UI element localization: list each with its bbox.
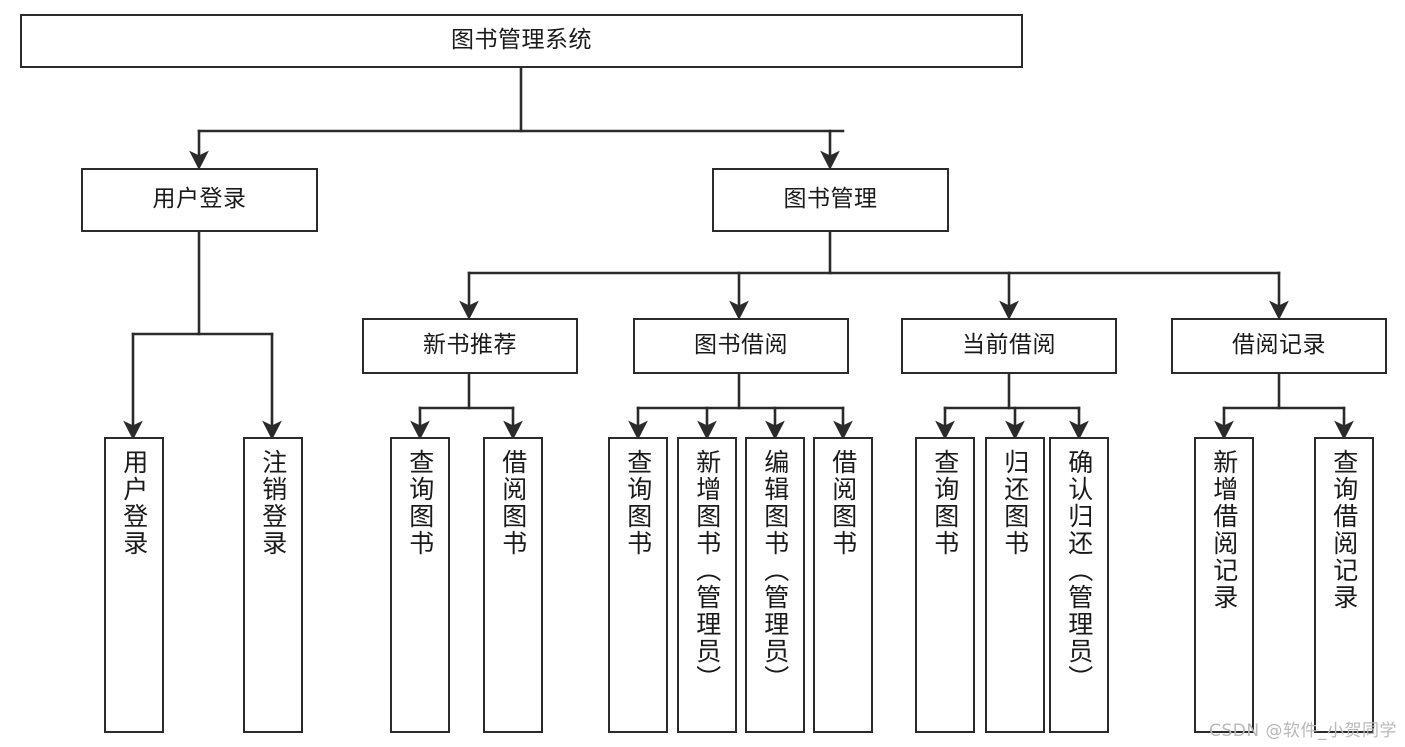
node-book-management[interactable]: 图书管理 xyxy=(712,168,949,232)
leaf-current-return-book[interactable]: 归还图书 xyxy=(985,437,1045,733)
leaf-current-confirm-return[interactable]: 确认归还（管理员） xyxy=(1049,437,1109,733)
node-label: 查询图书 xyxy=(930,449,960,557)
leaf-record-query[interactable]: 查询借阅记录 xyxy=(1314,437,1374,733)
node-label: 编辑图书（管理员） xyxy=(760,449,790,692)
node-book-borrow[interactable]: 图书借阅 xyxy=(633,318,849,374)
leaf-borrow-query-book[interactable]: 查询图书 xyxy=(608,437,668,733)
leaf-recommend-borrow-book[interactable]: 借阅图书 xyxy=(483,437,543,733)
node-borrow-record[interactable]: 借阅记录 xyxy=(1171,318,1387,374)
node-label: 新增借阅记录 xyxy=(1209,449,1239,611)
leaf-borrow-borrow-book[interactable]: 借阅图书 xyxy=(813,437,873,733)
node-label: 图书管理 xyxy=(783,186,878,213)
node-label: 新书推荐 xyxy=(423,332,517,359)
node-label: 注销登录 xyxy=(258,449,288,557)
node-root-system[interactable]: 图书管理系统 xyxy=(20,14,1023,68)
node-label: 图书管理系统 xyxy=(451,27,592,54)
leaf-recommend-query-book[interactable]: 查询图书 xyxy=(390,437,450,733)
node-label: 新增图书（管理员） xyxy=(692,449,722,692)
node-label: 当前借阅 xyxy=(962,332,1056,359)
leaf-borrow-edit-book[interactable]: 编辑图书（管理员） xyxy=(745,437,805,733)
node-user-login[interactable]: 用户登录 xyxy=(81,168,318,232)
leaf-current-query-book[interactable]: 查询图书 xyxy=(915,437,975,733)
node-label: 用户登录 xyxy=(152,186,247,213)
watermark: CSDN @软件_小贺同学 xyxy=(1209,721,1397,741)
node-label: 查询图书 xyxy=(623,449,653,557)
node-label: 用户登录 xyxy=(119,449,149,557)
node-label: 借阅记录 xyxy=(1232,332,1326,359)
node-label: 借阅图书 xyxy=(498,449,528,557)
node-label: 确认归还（管理员） xyxy=(1064,449,1094,692)
leaf-borrow-add-book[interactable]: 新增图书（管理员） xyxy=(677,437,737,733)
node-label: 查询图书 xyxy=(405,449,435,557)
node-label: 归还图书 xyxy=(1000,449,1030,557)
leaf-user-login[interactable]: 用户登录 xyxy=(104,437,164,733)
leaf-record-add[interactable]: 新增借阅记录 xyxy=(1194,437,1254,733)
leaf-user-logout[interactable]: 注销登录 xyxy=(243,437,303,733)
node-label: 图书借阅 xyxy=(694,332,788,359)
node-current-borrow[interactable]: 当前借阅 xyxy=(901,318,1117,374)
node-label: 查询借阅记录 xyxy=(1329,449,1359,611)
node-label: 借阅图书 xyxy=(828,449,858,557)
node-new-book-recommend[interactable]: 新书推荐 xyxy=(362,318,578,374)
